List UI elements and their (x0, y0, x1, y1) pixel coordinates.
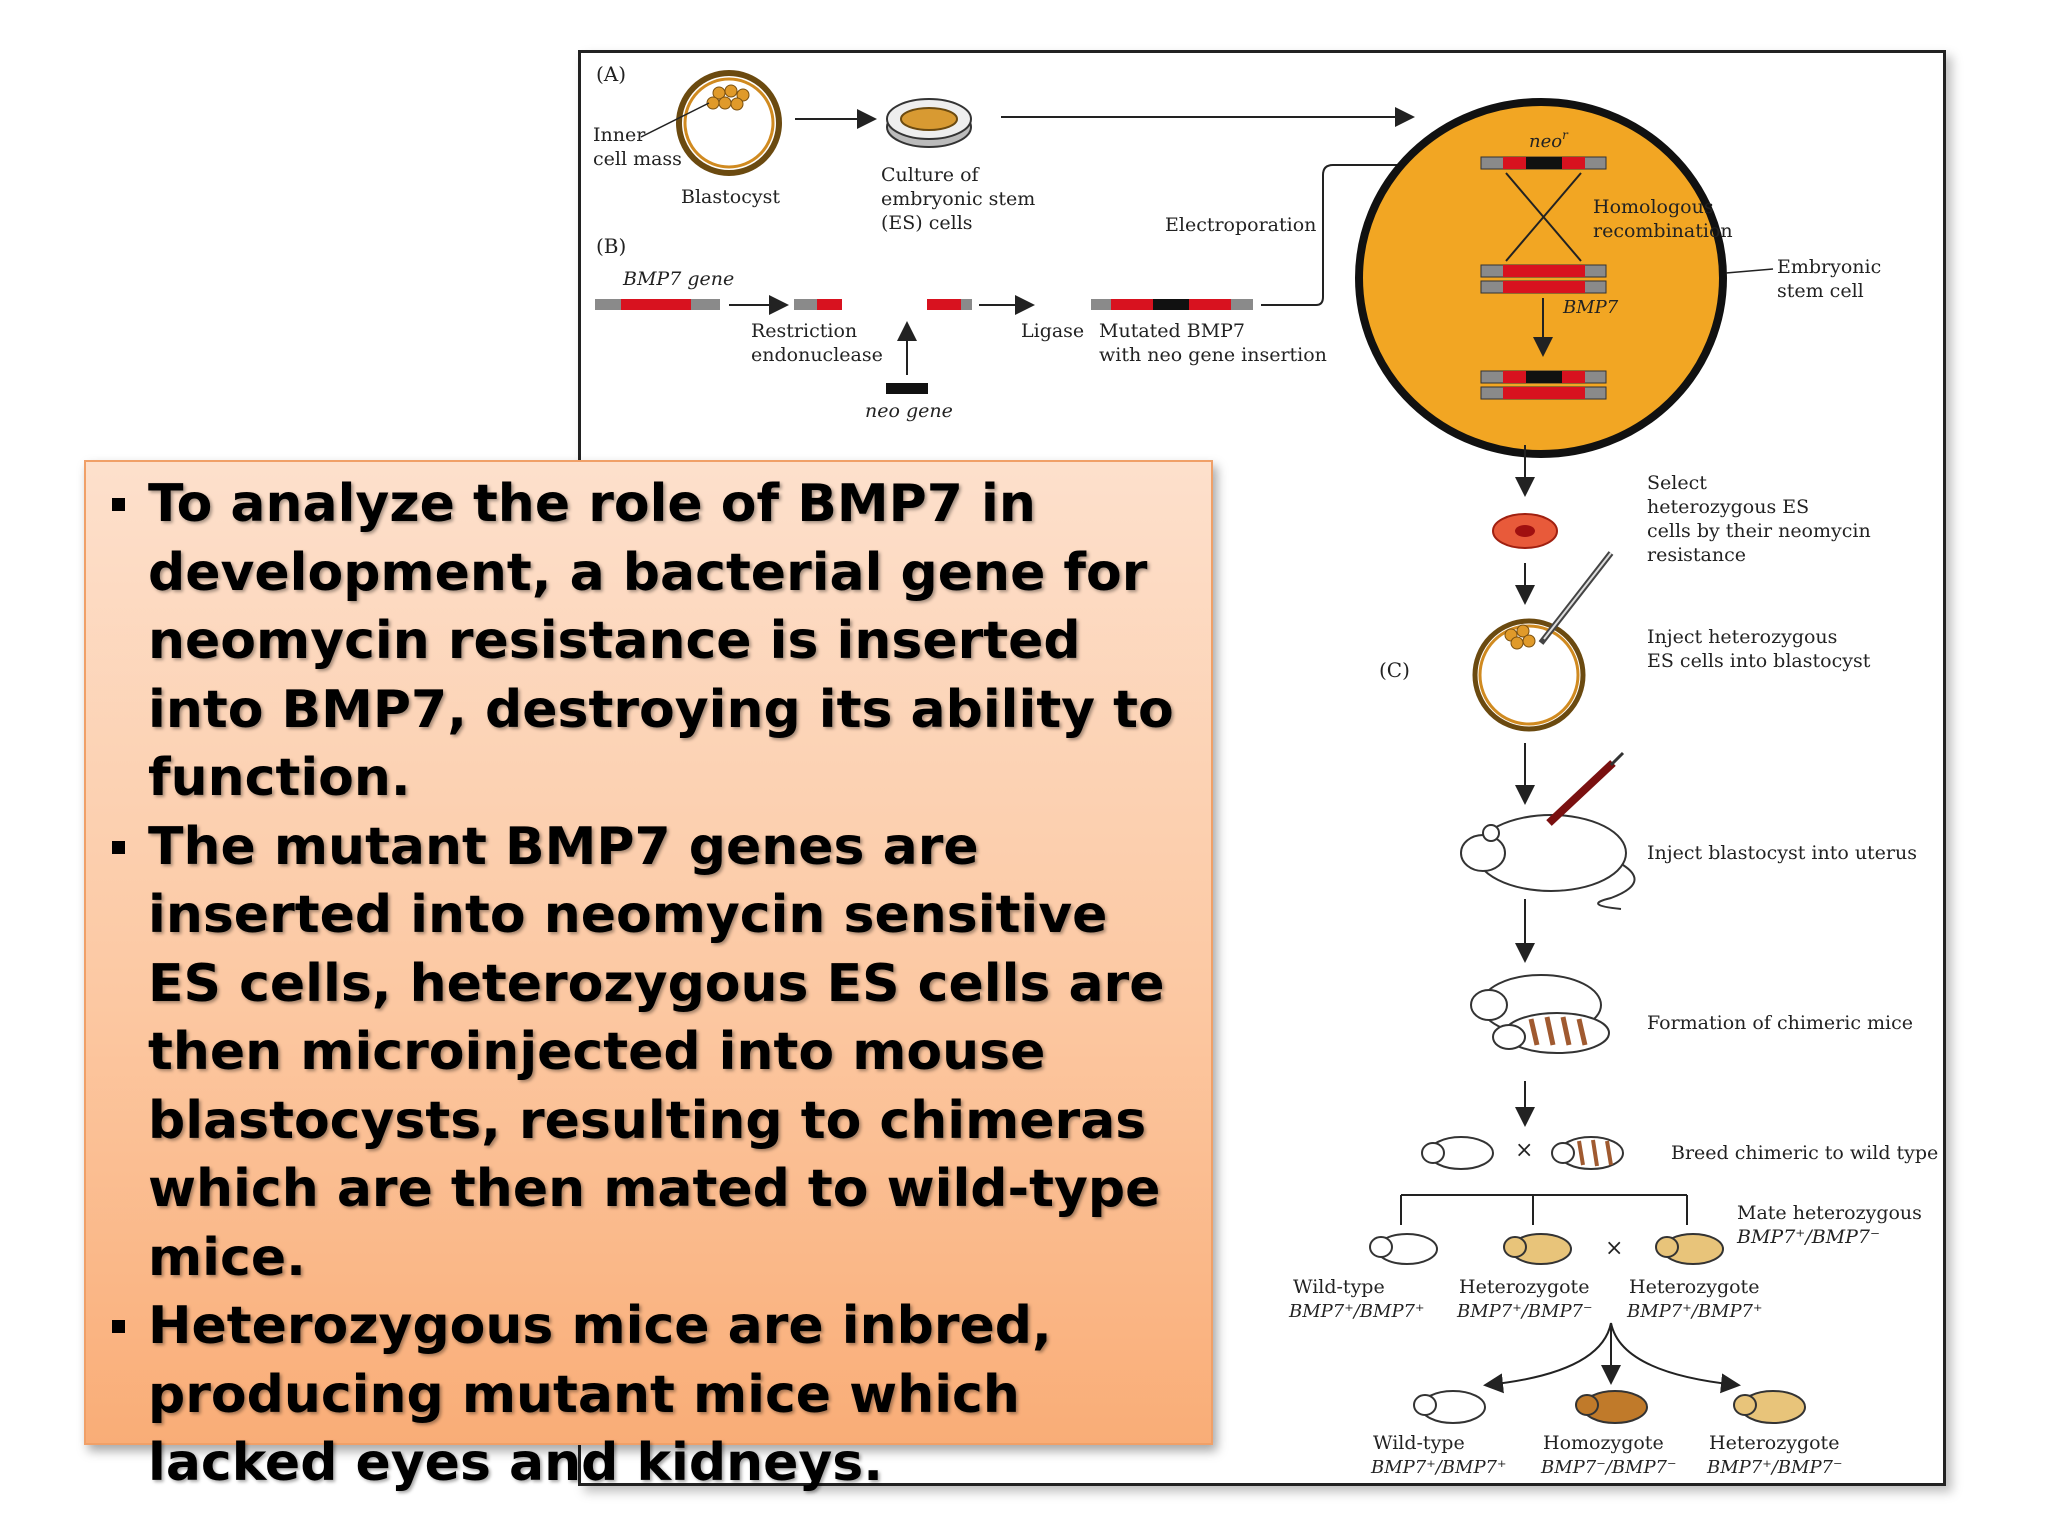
inject-es-label-1: Inject heterozygous (1647, 626, 1837, 648)
injected-blastocyst-icon (1472, 618, 1586, 732)
cut-gene-fragments (794, 299, 972, 310)
bullet-item: The mutant BMP7 genes are inserted into … (108, 813, 1188, 1293)
bullet-marker (112, 840, 125, 854)
bullet-text: To analyze the role of BMP7 in developme… (148, 474, 1174, 808)
blastocyst-label: Blastocyst (681, 186, 780, 208)
homozygote-cross-arrows (1483, 1322, 1741, 1394)
neo-gene-label: neo gene (865, 400, 953, 422)
restriction-label-1: Restriction (751, 320, 857, 342)
offspring2-genotype-1: BMP7⁺/BMP7⁺ (1370, 1457, 1507, 1478)
select-label-4: resistance (1647, 544, 1746, 566)
offspring1-genotype-2: BMP7⁺/BMP7⁻ (1456, 1301, 1593, 1322)
offspring-branch-lines (1400, 1194, 1688, 1225)
syringe-icon (1546, 751, 1625, 826)
offspring1-label-2: Heterozygote (1459, 1276, 1589, 1298)
inner-cell-mass-label-2: cell mass (593, 148, 682, 170)
neo-gene-bar (886, 383, 928, 394)
ligase-label: Ligase (1021, 320, 1084, 342)
mutated-gene-bar (1091, 299, 1253, 310)
select-label-3: cells by their neomycin (1647, 520, 1871, 542)
inner-cell-mass-pointer (640, 102, 710, 138)
es-cell-pointer (1725, 268, 1774, 274)
offspring-mice-row-1 (1369, 1233, 1724, 1265)
selected-es-cell-icon (1492, 513, 1558, 549)
embryonic-stem-cell-label-1: Embryonic (1777, 256, 1881, 278)
chimeric-label: Formation of chimeric mice (1647, 1012, 1913, 1034)
recombined-chromosome-pair (1480, 370, 1607, 400)
breed-label: Breed chimeric to wild type (1671, 1142, 1938, 1164)
homologous-label-1: Homologous (1593, 196, 1714, 218)
bmp7-gene-bar (595, 299, 720, 310)
bullet-marker (112, 498, 125, 511)
neo-label: neor (1529, 128, 1569, 152)
culture-label-2: embryonic stem (881, 188, 1035, 210)
restriction-label-2: endonuclease (751, 344, 883, 366)
bullet-text: The mutant BMP7 genes are inserted into … (148, 816, 1165, 1288)
blastocyst-icon (676, 70, 782, 176)
arrow-electroporation (1261, 155, 1453, 306)
mutated-label-1: Mutated BMP7 (1099, 320, 1245, 342)
cross-symbol-1: × (1515, 1138, 1533, 1163)
mutated-label-2: with neo gene insertion (1099, 344, 1327, 366)
bullet-item: Heterozygous mice are inbred, producing … (108, 1292, 1188, 1498)
offspring2-label-3: Heterozygote (1709, 1432, 1839, 1454)
mate-label-2: BMP7⁺/BMP7⁻ (1736, 1226, 1880, 1248)
panel-c-label: (C) (1379, 658, 1410, 682)
select-label-1: Select (1647, 472, 1707, 494)
breeding-pair-icon (1421, 1136, 1624, 1170)
offspring2-label-2: Homozygote (1543, 1432, 1664, 1454)
select-label-2: heterozygous ES (1647, 496, 1809, 518)
culture-label-1: Culture of (881, 164, 981, 186)
bmp7-label: BMP7 (1562, 297, 1619, 318)
electroporation-label: Electroporation (1165, 214, 1316, 236)
inner-cell-mass-label-1: Inner (593, 124, 646, 146)
bullet-marker (112, 1320, 125, 1333)
mate-label-1: Mate heterozygous (1737, 1202, 1922, 1224)
panel-a-label: (A) (596, 62, 626, 86)
summary-bullet-list: To analyze the role of BMP7 in developme… (108, 470, 1188, 1498)
offspring-mice-row-2 (1413, 1390, 1806, 1424)
bmp7-gene-label: BMP7 gene (622, 268, 734, 290)
homologous-label-2: recombination (1593, 220, 1733, 242)
offspring1-label-1: Wild-type (1293, 1276, 1385, 1298)
chimeric-mice-icon (1470, 974, 1610, 1054)
bullet-item: To analyze the role of BMP7 in developme… (108, 470, 1188, 813)
embryonic-stem-cell-label-2: stem cell (1777, 280, 1864, 302)
inject-es-label-2: ES cells into blastocyst (1647, 650, 1871, 672)
offspring2-genotype-3: BMP7⁺/BMP7⁻ (1706, 1457, 1843, 1478)
es-cell-icon (1355, 98, 1727, 458)
summary-text-box (84, 460, 1213, 1445)
culture-label-3: (ES) cells (881, 212, 973, 234)
offspring1-genotype-1: BMP7⁺/BMP7⁺ (1288, 1301, 1425, 1322)
offspring2-label-1: Wild-type (1373, 1432, 1465, 1454)
offspring1-label-3: Heterozygote (1629, 1276, 1759, 1298)
panel-b-label: (B) (596, 234, 626, 258)
offspring1-genotype-3: BMP7⁺/BMP7⁺ (1626, 1301, 1763, 1322)
bmp7-chromosome-pair (1480, 264, 1607, 294)
micropipette-icon (1538, 551, 1614, 645)
petri-dish-icon (886, 98, 972, 148)
neo-chromosome (1480, 156, 1607, 170)
recombination-crossover (1505, 172, 1582, 262)
bullet-text: Heterozygous mice are inbred, producing … (148, 1296, 1052, 1493)
inject-uterus-label: Inject blastocyst into uterus (1647, 842, 1917, 864)
offspring2-genotype-2: BMP7⁻/BMP7⁻ (1540, 1457, 1677, 1478)
pregnant-mouse-icon (1460, 814, 1636, 910)
gene-knockout-diagram: (A) Inner cell mass Blastocyst Culture o… (593, 62, 1938, 1478)
cross-symbol-2: × (1605, 1236, 1623, 1261)
